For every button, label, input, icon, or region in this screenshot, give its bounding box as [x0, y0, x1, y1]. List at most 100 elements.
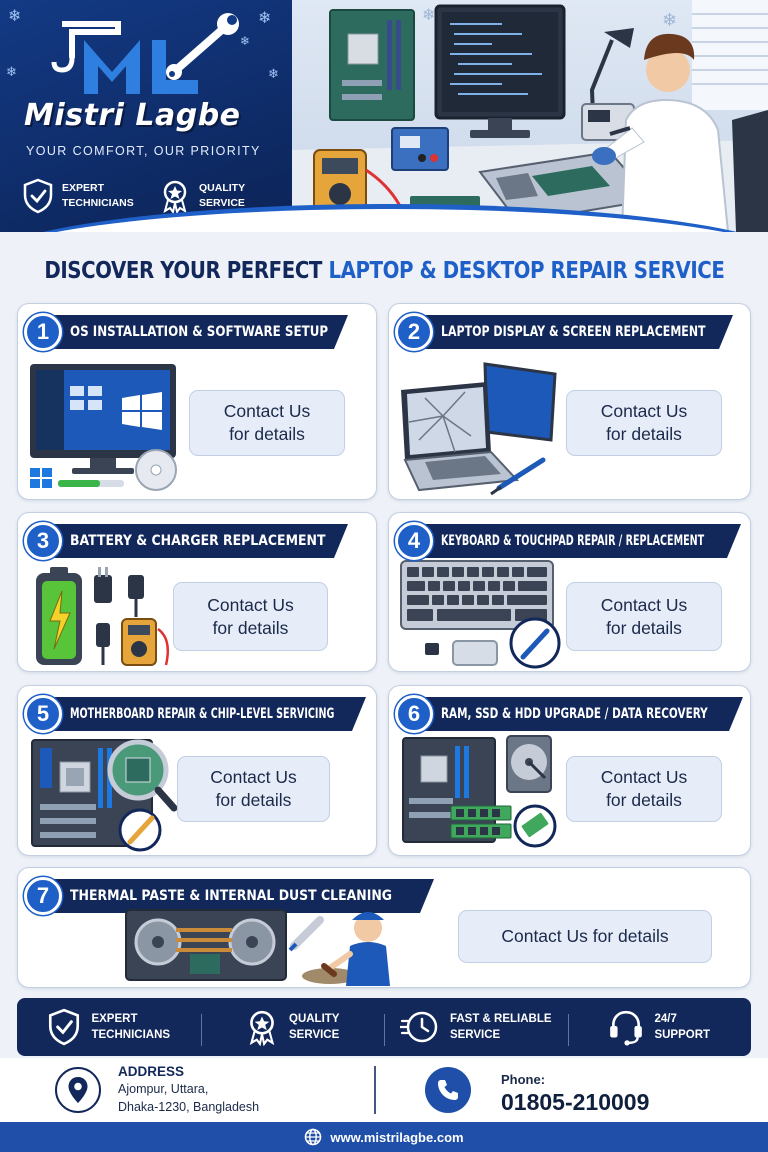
- service-card-ram-ssd-hdd[interactable]: 6 RAM, SSD & HDD UPGRADE / DATA RECOVERY…: [388, 685, 751, 856]
- feature-text: EXPERT: [91, 1013, 138, 1025]
- brand-name: Mistri Lagbe: [24, 98, 241, 133]
- contact-us-button[interactable]: Contact Us for details: [566, 390, 722, 456]
- address-label: ADDRESS: [118, 1064, 185, 1079]
- cta-text: Contact Us: [223, 401, 311, 421]
- feature-fast-reliable: FAST & RELIABLE SERVICE: [384, 1008, 568, 1046]
- page-title: DISCOVER YOUR PERFECT LAPTOP & DESKTOP R…: [0, 253, 768, 289]
- website-link[interactable]: www.mistrilagbe.com: [330, 1129, 464, 1145]
- cta-text: for details: [606, 617, 682, 638]
- contact-us-button[interactable]: Contact Us for details: [566, 756, 722, 822]
- snowflake-icon: ❄: [240, 34, 251, 48]
- snowflake-icon: ❄: [268, 66, 279, 81]
- address-line-1: Ajompur, Uttara,: [118, 1082, 209, 1096]
- monitor-windows-icon: [30, 364, 177, 491]
- cta-text: for details: [229, 424, 305, 444]
- clock-fast-icon: [399, 1011, 438, 1043]
- page-title-highlight: LAPTOP & DESKTOP REPAIR SERVICE: [328, 258, 725, 284]
- service-card-keyboard-touchpad[interactable]: 4 KEYBOARD & TOUCHPAD REPAIR / REPLACEME…: [388, 512, 751, 672]
- phone-icon-badge[interactable]: [425, 1067, 471, 1113]
- service-card-header: 6 RAM, SSD & HDD UPGRADE / DATA RECOVERY: [389, 694, 743, 734]
- service-card-motherboard-repair[interactable]: 5 MOTHERBOARD REPAIR & CHIP-LEVEL SERVIC…: [17, 685, 377, 856]
- service-title: THERMAL PASTE & INTERNAL DUST CLEANING: [50, 879, 434, 913]
- svg-text:❄: ❄: [422, 7, 435, 24]
- service-number: 5: [24, 695, 62, 733]
- workshop-scene-icon: ❄ ❄: [292, 0, 768, 232]
- feature-expert-technicians: EXPERT TECHNICIANS: [17, 1008, 201, 1046]
- badge-quality-service: QUALITY SERVICE: [159, 172, 282, 220]
- battery-charger-icon: [36, 567, 169, 666]
- service-number: 7: [24, 877, 62, 915]
- cta-text: for details: [212, 617, 289, 638]
- motherboard-magnifier-icon: [31, 739, 178, 852]
- phone-label: Phone:: [501, 1072, 546, 1087]
- contact-section: ADDRESS Ajompur, Uttara, Dhaka-1230, Ban…: [0, 1058, 768, 1122]
- address-pin-icon: [55, 1067, 101, 1113]
- feature-bar: EXPERT TECHNICIANS QUALITY SERVICE FAST & …: [17, 998, 751, 1056]
- service-number: 1: [24, 313, 62, 351]
- badge-line: QUALITY: [199, 182, 246, 194]
- badge-line: SERVICE: [199, 197, 245, 209]
- badge-line: TECHNICIANS: [62, 197, 134, 209]
- feature-text: TECHNICIANS: [91, 1029, 171, 1041]
- feature-quality-service: QUALITY SERVICE: [200, 1008, 385, 1046]
- keyboard-touchpad-icon: [400, 560, 561, 669]
- brand-logo-icon: [51, 13, 239, 94]
- service-card-os-installation[interactable]: 1 OS INSTALLATION & SOFTWARE SETUP Conta…: [17, 303, 377, 500]
- phone-icon: [438, 1080, 458, 1100]
- feature-text: FAST & RELIABLE: [449, 1013, 552, 1025]
- contact-us-button[interactable]: Contact Us for details: [458, 910, 712, 963]
- snowflake-icon: ❄: [8, 8, 22, 25]
- feature-text: QUALITY: [289, 1013, 340, 1025]
- phone-number[interactable]: 01805-210009: [501, 1089, 650, 1115]
- service-card-header: 1 OS INSTALLATION & SOFTWARE SETUP: [18, 312, 348, 352]
- service-card-header: 7 THERMAL PASTE & INTERNAL DUST CLEANING: [18, 876, 434, 916]
- globe-icon: [305, 1128, 322, 1146]
- cta-text: for details: [215, 790, 292, 810]
- feature-text: SUPPORT: [654, 1029, 711, 1041]
- cta-text: Contact Us: [210, 767, 297, 787]
- award-ribbon-icon: [163, 180, 187, 214]
- shield-check-icon: [23, 178, 53, 214]
- contact-us-button[interactable]: Contact Us for details: [189, 390, 345, 456]
- feature-text: 24/7: [654, 1013, 677, 1025]
- cta-text: for details: [606, 790, 682, 810]
- feature-text: SERVICE: [289, 1029, 340, 1041]
- cta-text: Contact Us: [207, 594, 294, 615]
- technician-workshop-illustration: ❄ ❄: [292, 0, 768, 232]
- badge-line: EXPERT: [62, 182, 105, 194]
- snowflake-icon: ❄: [258, 10, 272, 27]
- ram-ssd-hdd-icon: [402, 735, 557, 848]
- cta-text: Contact Us: [600, 401, 688, 421]
- hero-banner: ❄ ❄ ❄ ❄ ❄ Mistri Lagbe YOUR COMFORT, OUR…: [0, 0, 768, 232]
- contact-us-button[interactable]: Contact Us for details: [177, 756, 330, 822]
- headset-icon: [610, 1010, 643, 1046]
- footer-bar: www.mistrilagbe.com: [0, 1122, 768, 1152]
- brand-panel: ❄ ❄ ❄ ❄ ❄ Mistri Lagbe YOUR COMFORT, OUR…: [0, 0, 292, 232]
- address-line-2: Dhaka-1230, Bangladesh: [118, 1100, 260, 1114]
- service-card-header: 5 MOTHERBOARD REPAIR & CHIP-LEVEL SERVIC…: [18, 694, 366, 734]
- service-card-header: 2 LAPTOP DISPLAY & SCREEN REPLACEMENT: [389, 312, 733, 352]
- cta-text: for details: [606, 424, 682, 444]
- service-number: 4: [395, 522, 433, 560]
- cta-text: Contact Us: [600, 594, 688, 615]
- cta-text: Contact Us: [600, 767, 688, 787]
- contact-divider: [374, 1066, 376, 1114]
- service-number: 6: [395, 695, 433, 733]
- service-card-display-replacement[interactable]: 2 LAPTOP DISPLAY & SCREEN REPLACEMENT Co…: [388, 303, 751, 500]
- snowflake-icon: ❄: [6, 64, 17, 79]
- service-card-thermal-cleaning[interactable]: 7 THERMAL PASTE & INTERNAL DUST CLEANING…: [17, 867, 751, 988]
- cta-text: Contact Us for details: [501, 926, 669, 946]
- thermal-cleaning-icon: [125, 909, 390, 986]
- service-card-header: 3 BATTERY & CHARGER REPLACEMENT: [18, 521, 348, 561]
- feature-text: SERVICE: [449, 1029, 501, 1041]
- map-pin-icon: [68, 1077, 88, 1103]
- service-title: RAM, SSD & HDD UPGRADE / DATA RECOVERY: [421, 697, 743, 731]
- service-title: BATTERY & CHARGER REPLACEMENT: [50, 524, 348, 558]
- service-card-battery-charger[interactable]: 3 BATTERY & CHARGER REPLACEMENT Contact …: [17, 512, 377, 672]
- badge-expert-technicians: EXPERT TECHNICIANS: [22, 172, 145, 220]
- broken-laptop-screen-icon: [401, 362, 557, 496]
- service-title: KEYBOARD & TOUCHPAD REPAIR / REPLACEMENT: [421, 524, 741, 558]
